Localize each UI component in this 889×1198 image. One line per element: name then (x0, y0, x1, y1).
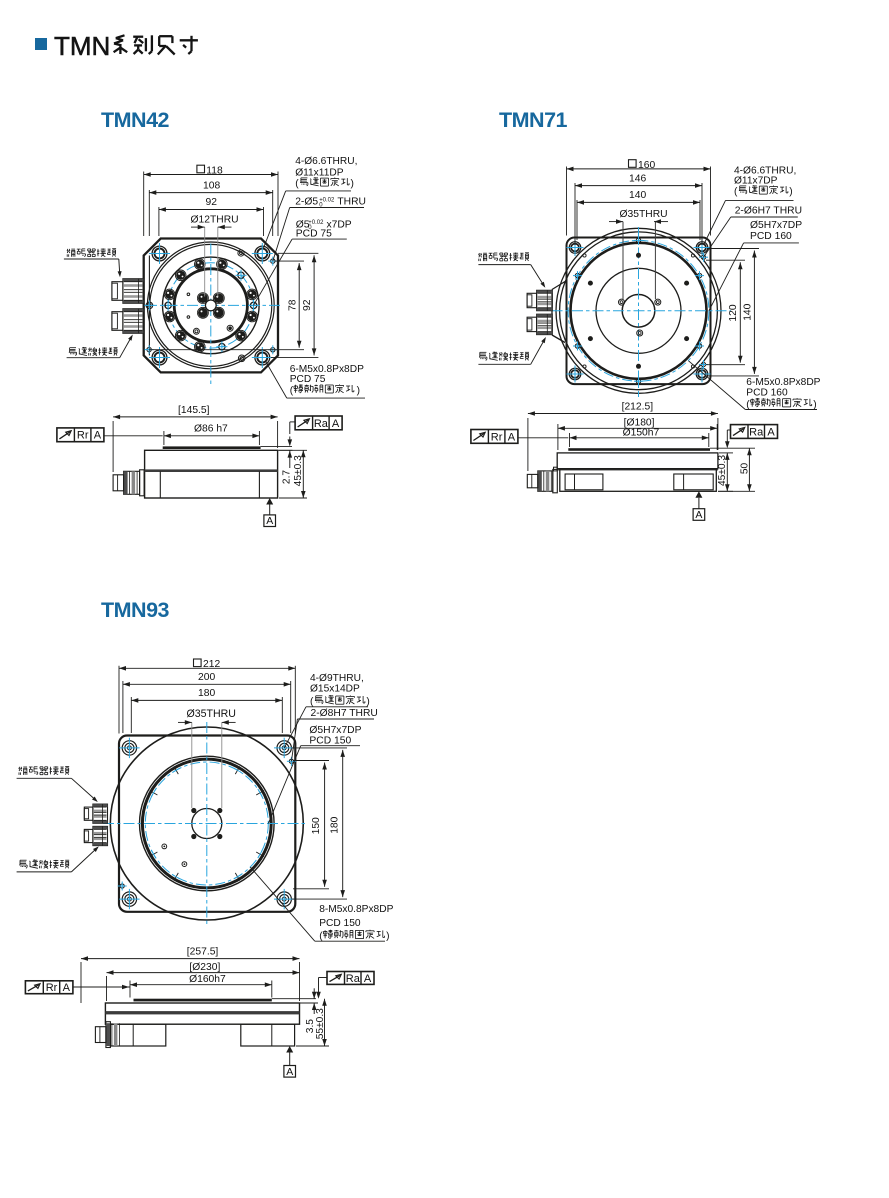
svg-text:(: ( (310, 697, 314, 708)
svg-text:+0.02: +0.02 (308, 220, 324, 226)
svg-text:THRU: THRU (337, 197, 366, 208)
svg-text:Ø5: Ø5 (296, 219, 310, 230)
svg-text:[212.5]: [212.5] (622, 402, 654, 413)
svg-text:146: 146 (629, 173, 646, 184)
svg-text:78: 78 (287, 299, 298, 311)
svg-text:): ) (813, 399, 816, 410)
svg-text:A: A (286, 1066, 293, 1078)
svg-text:45±0.3: 45±0.3 (293, 455, 304, 486)
svg-text:50: 50 (739, 463, 750, 475)
svg-text:Ra: Ra (314, 418, 329, 430)
svg-text:92: 92 (206, 197, 218, 208)
svg-text:PCD 150: PCD 150 (309, 735, 351, 746)
svg-text:[Ø230]: [Ø230] (189, 962, 220, 973)
svg-text:A: A (767, 426, 775, 438)
svg-text:TMN93: TMN93 (101, 598, 170, 622)
svg-text:PCD 160: PCD 160 (746, 388, 788, 399)
svg-text:3.5: 3.5 (305, 1019, 316, 1033)
svg-text:118: 118 (206, 165, 223, 176)
svg-text:Ø35THRU: Ø35THRU (187, 708, 236, 720)
svg-text:150: 150 (311, 817, 322, 834)
svg-text:Ø150h7: Ø150h7 (623, 428, 660, 439)
svg-text:120: 120 (728, 304, 739, 321)
svg-text:180: 180 (198, 688, 215, 699)
svg-text:4-Ø6.6THRU,: 4-Ø6.6THRU, (734, 165, 796, 176)
svg-text:Rr: Rr (46, 982, 58, 994)
svg-text:2-Ø5: 2-Ø5 (295, 197, 318, 208)
svg-text:A: A (63, 982, 71, 994)
svg-text:Ø5H7x7DP: Ø5H7x7DP (309, 725, 361, 736)
svg-text:4-Ø6.6THRU,: 4-Ø6.6THRU, (295, 156, 357, 167)
svg-text:0: 0 (308, 225, 312, 231)
svg-text:6-M5x0.8Px8DP: 6-M5x0.8Px8DP (290, 364, 364, 375)
svg-text:160: 160 (638, 160, 655, 171)
svg-text:A: A (364, 973, 372, 985)
svg-text:Ra: Ra (346, 973, 361, 985)
svg-text:140: 140 (742, 303, 753, 320)
svg-text:Rr: Rr (491, 431, 503, 443)
svg-text:x7DP: x7DP (327, 219, 352, 230)
svg-text:): ) (789, 187, 792, 198)
svg-text:): ) (366, 697, 369, 708)
svg-text:A: A (94, 430, 102, 442)
svg-text:+0.02: +0.02 (319, 197, 335, 203)
svg-text:(: ( (295, 179, 299, 190)
svg-text:Ø11x11DP: Ø11x11DP (295, 168, 344, 179)
svg-text:2-Ø8H7 THRU: 2-Ø8H7 THRU (311, 708, 378, 719)
svg-text:55±0.3: 55±0.3 (315, 1008, 326, 1039)
svg-text:TMN71: TMN71 (499, 108, 568, 132)
svg-text:Ø15x14DP: Ø15x14DP (310, 684, 360, 695)
svg-text:[145.5]: [145.5] (178, 405, 210, 416)
svg-text:140: 140 (629, 190, 646, 201)
svg-text:108: 108 (203, 180, 220, 191)
svg-text:(: ( (319, 931, 323, 942)
svg-text:(: ( (734, 187, 738, 198)
svg-text:92: 92 (302, 299, 313, 311)
svg-text:45±0.3: 45±0.3 (717, 455, 728, 486)
svg-text:A: A (508, 431, 516, 443)
svg-text:8-M5x0.8Px8DP: 8-M5x0.8Px8DP (319, 904, 393, 915)
svg-text:Rr: Rr (77, 430, 89, 442)
svg-text:Ø35THRU: Ø35THRU (620, 209, 668, 220)
svg-text:2-Ø6H7 THRU: 2-Ø6H7 THRU (735, 205, 802, 216)
svg-text:(: ( (746, 399, 750, 410)
svg-text:Ø86 h7: Ø86 h7 (194, 423, 228, 434)
svg-text:Ø5H7x7DP: Ø5H7x7DP (750, 220, 802, 231)
svg-text:PCD 160: PCD 160 (750, 231, 792, 242)
svg-text:[Ø180]: [Ø180] (624, 418, 655, 429)
svg-text:A: A (266, 515, 273, 527)
svg-text:2.7: 2.7 (282, 470, 293, 484)
svg-text:TMN: TMN (54, 31, 110, 61)
svg-text:(: ( (290, 386, 294, 397)
svg-text:[257.5]: [257.5] (187, 946, 219, 957)
svg-text:PCD 75: PCD 75 (296, 229, 332, 240)
svg-text:212: 212 (203, 659, 220, 670)
svg-text:): ) (386, 931, 389, 942)
svg-text:Ra: Ra (749, 426, 764, 438)
svg-text:0: 0 (319, 202, 323, 208)
svg-text:PCD 150: PCD 150 (319, 918, 361, 929)
svg-text:Ø12THRU: Ø12THRU (191, 215, 239, 226)
svg-text:180: 180 (330, 816, 341, 833)
svg-text:A: A (332, 418, 340, 430)
svg-text:Ø160h7: Ø160h7 (189, 974, 226, 985)
svg-text:4-Ø9THRU,: 4-Ø9THRU, (310, 673, 364, 684)
svg-text:PCD 75: PCD 75 (290, 374, 326, 385)
svg-text:Ø11x7DP: Ø11x7DP (734, 175, 778, 186)
svg-text:6-M5x0.8Px8DP: 6-M5x0.8Px8DP (746, 377, 820, 388)
svg-text:TMN42: TMN42 (101, 108, 170, 132)
svg-text:): ) (351, 179, 354, 190)
svg-text:200: 200 (198, 672, 215, 683)
svg-text:): ) (357, 386, 360, 397)
svg-text:A: A (695, 509, 702, 521)
